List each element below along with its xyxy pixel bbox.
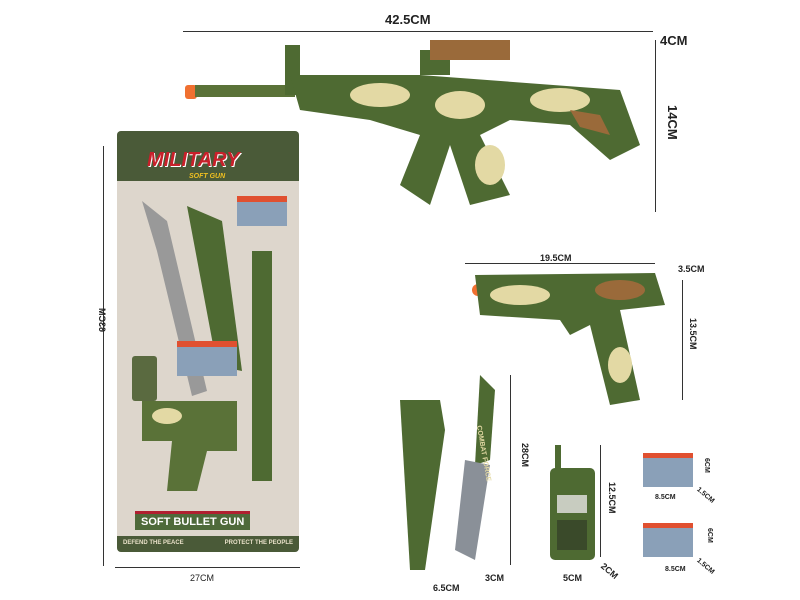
rifle-width-label: 4CM xyxy=(660,33,688,48)
dart-pack-2-width: 8.5CM xyxy=(665,566,686,573)
pistol-height-label: 13.5CM xyxy=(688,318,698,350)
dart-pack-1-width: 8.5CM xyxy=(655,494,676,501)
package-width-label: 27CM xyxy=(190,573,215,583)
walkie-height-line xyxy=(600,445,601,557)
pistol-image xyxy=(472,273,665,405)
walkie-talkie-image xyxy=(550,445,595,560)
walkie-depth-label: 2CM xyxy=(599,561,621,581)
dart-pack-1-image xyxy=(643,453,693,487)
package-height-line xyxy=(103,146,104,566)
package-width-line xyxy=(115,567,300,568)
dart-pack-2-image xyxy=(643,523,693,557)
package-header xyxy=(117,131,299,181)
pistol-length-label: 19.5CM xyxy=(540,253,572,263)
pistol-length-line xyxy=(465,263,655,264)
pistol-height-line xyxy=(682,280,683,400)
package-height-label: 63CM xyxy=(97,307,108,333)
knife-length-label: 28CM xyxy=(520,443,530,468)
knife-length-line xyxy=(510,375,511,565)
pistol-width-label: 3.5CM xyxy=(678,264,705,274)
package-footer: DEFEND THE PEACE PROTECT THE PEOPLE xyxy=(117,536,299,552)
walkie-height-label: 12.5CM xyxy=(607,482,617,514)
rifle-height-line xyxy=(655,40,656,212)
footer-right-text: PROTECT THE PEOPLE xyxy=(224,540,293,546)
package-subtitle: SOFT GUN xyxy=(189,173,226,180)
dart-pack-2-height: 6CM xyxy=(706,528,713,543)
knife-thickness-label: 3CM xyxy=(485,573,505,583)
footer-left-text: DEFEND THE PEACE xyxy=(123,540,184,546)
knife-width-label: 6.5CM xyxy=(433,583,460,593)
dart-pack-1-height: 6CM xyxy=(703,458,710,473)
rifle-length-line xyxy=(183,31,653,32)
rifle-height-label: 14CM xyxy=(665,105,680,140)
package-logo: MILITARY xyxy=(147,149,240,171)
package-card: MILITARY SOFT GUN SOFT BULLET GUN DEFEND… xyxy=(117,131,299,552)
rifle-image xyxy=(185,40,640,205)
rifle-length-label: 42.5CM xyxy=(385,12,431,27)
dart-pack-2-depth: 1.5CM xyxy=(695,557,716,576)
package-contents xyxy=(132,196,287,491)
package-product-name: SOFT BULLET GUN xyxy=(135,511,251,530)
dart-pack-1-depth: 1.5CM xyxy=(695,486,716,505)
knife-image xyxy=(400,375,495,570)
walkie-width-label: 5CM xyxy=(563,573,583,583)
